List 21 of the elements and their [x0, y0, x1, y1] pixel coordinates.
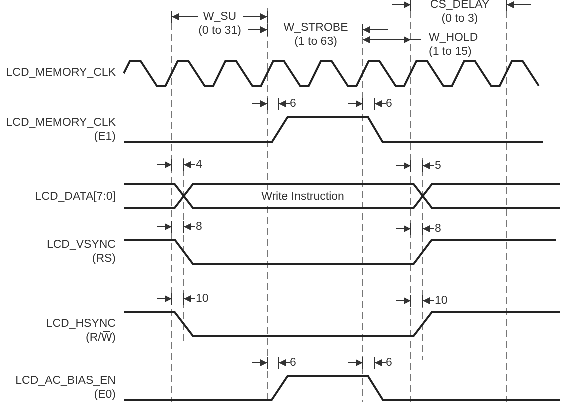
- data-label: Write Instruction: [262, 190, 344, 204]
- timing-parameter: W_HOLD (1 to 15): [429, 31, 478, 59]
- timing-value: 8: [435, 222, 442, 236]
- timing-value: 10: [196, 292, 209, 306]
- timing-value: 6: [386, 97, 392, 111]
- signal-name: LCD_VSYNC (RS): [46, 238, 116, 266]
- timing-value: 5: [435, 159, 442, 173]
- timing-parameter: W_SU (0 to 31): [198, 10, 242, 38]
- signal-name: LCD_MEMORY_CLK (E1): [6, 116, 116, 144]
- signal-name: LCD_HSYNC (R/W̅): [46, 317, 116, 345]
- timing-parameter: CS_DELAY (0 to 3): [430, 0, 490, 26]
- timing-value: 6: [290, 97, 296, 111]
- signal-name: LCD_MEMORY_CLK: [6, 66, 116, 80]
- timing-value: 8: [196, 220, 202, 234]
- signal-name: LCD_DATA[7:0]: [35, 190, 116, 204]
- timing-value: 10: [435, 294, 448, 308]
- timing-value: 4: [196, 158, 202, 172]
- timing-value: 6: [386, 356, 392, 370]
- timing-value: 6: [290, 356, 296, 370]
- timing-parameter: W_STROBE (1 to 63): [284, 21, 348, 49]
- signal-name: LCD_AC_BIAS_EN (E0): [16, 374, 116, 402]
